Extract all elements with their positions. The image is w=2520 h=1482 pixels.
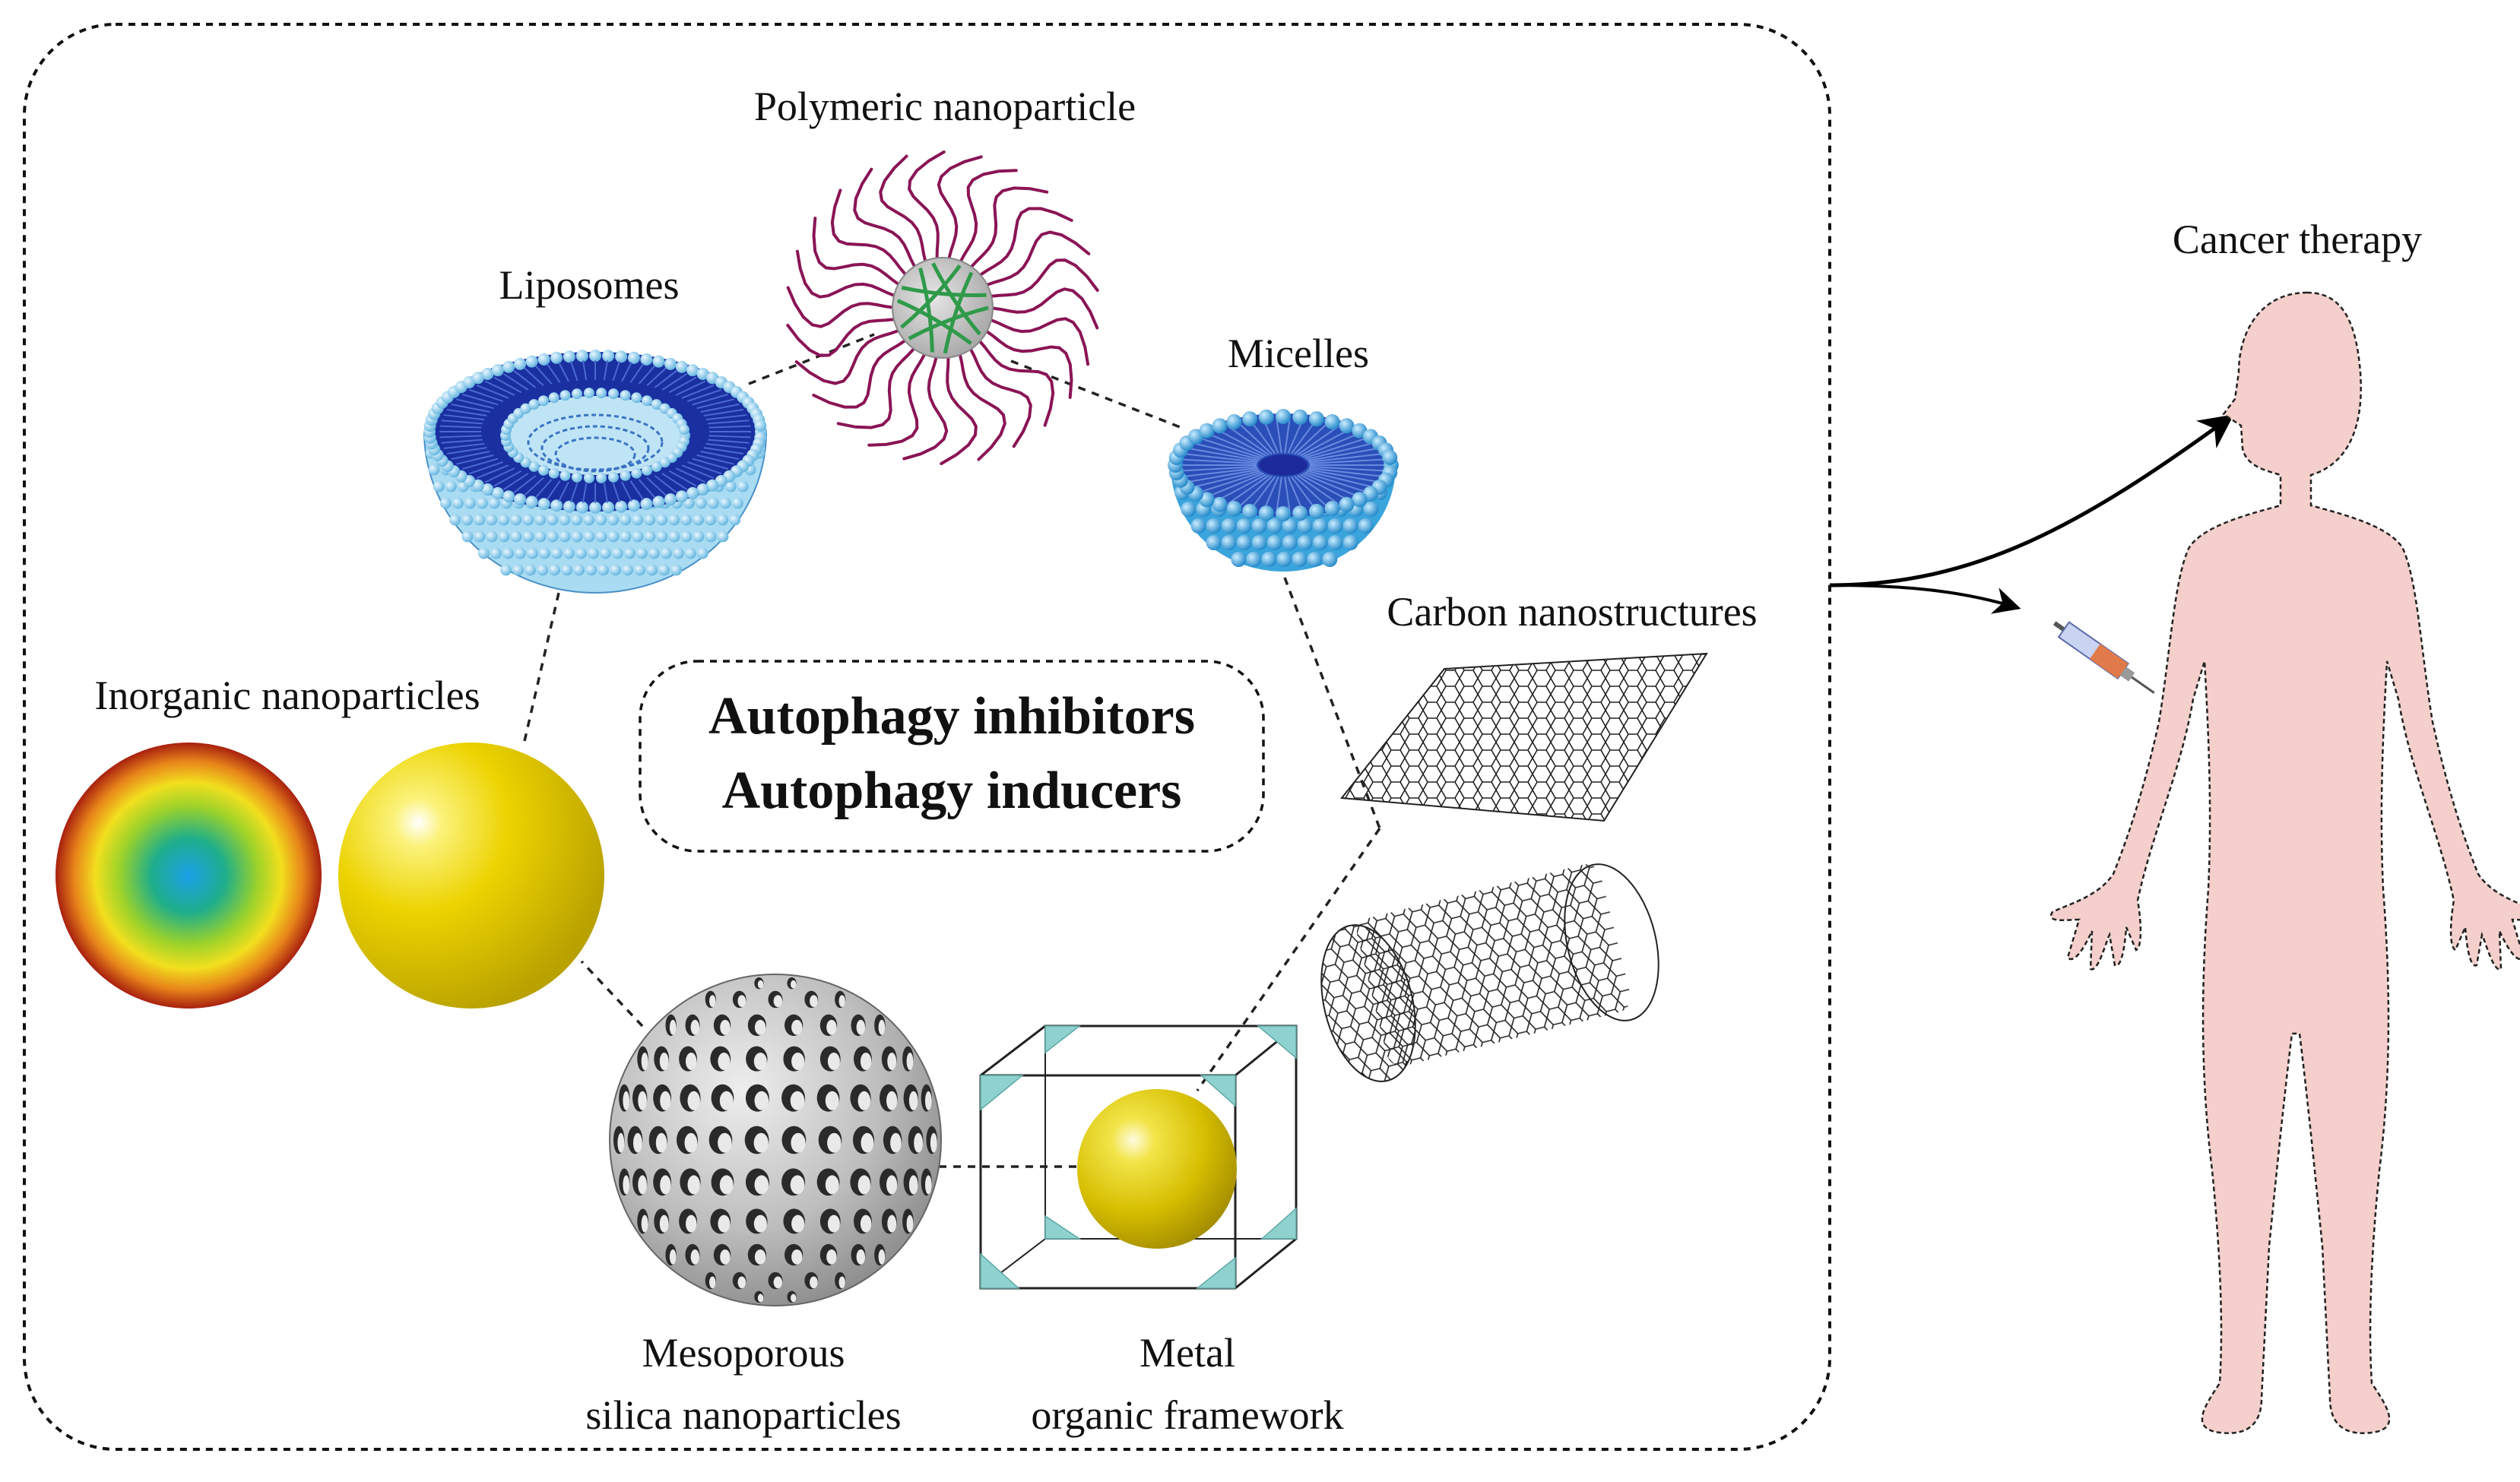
label-cancer-therapy: Cancer therapy — [2173, 217, 2422, 262]
carbon-nanotube-graphic — [1320, 863, 1659, 1082]
therapy-arrows — [1829, 414, 2234, 614]
label-mof-line1: Metal — [1140, 1330, 1235, 1376]
label-liposomes: Liposomes — [499, 262, 680, 308]
micelle-graphic — [1168, 409, 1399, 572]
syringe-icon — [2052, 621, 2155, 694]
label-polymeric-nanoparticle: Polymeric nanoparticle — [754, 84, 1136, 129]
center-dashed-box — [639, 660, 1265, 853]
mesoporous-silica-graphic — [609, 974, 942, 1306]
liposome-graphic — [423, 350, 768, 594]
label-mesoporous-line1: Mesoporous — [642, 1330, 845, 1376]
center-label-inhibitors: Autophagy inhibitors — [708, 687, 1195, 746]
center-label-inducers: Autophagy inducers — [722, 762, 1182, 820]
quantum-dot-sphere — [55, 743, 322, 1009]
human-body-icon — [2049, 291, 2520, 1435]
label-carbon-nanostructures: Carbon nanostructures — [1387, 589, 1757, 635]
graphene-sheet-graphic — [1340, 652, 1708, 822]
label-inorganic-nanoparticles: Inorganic nanoparticles — [94, 673, 480, 718]
label-mof-line2: organic framework — [1031, 1392, 1343, 1438]
mof-graphic — [979, 1024, 1298, 1290]
label-mesoporous-line2: silica nanoparticles — [585, 1392, 901, 1438]
label-micelles: Micelles — [1228, 331, 1369, 376]
gold-nanoparticle-sphere — [338, 743, 604, 1009]
polymeric-nanoparticle-graphic — [786, 150, 1099, 465]
